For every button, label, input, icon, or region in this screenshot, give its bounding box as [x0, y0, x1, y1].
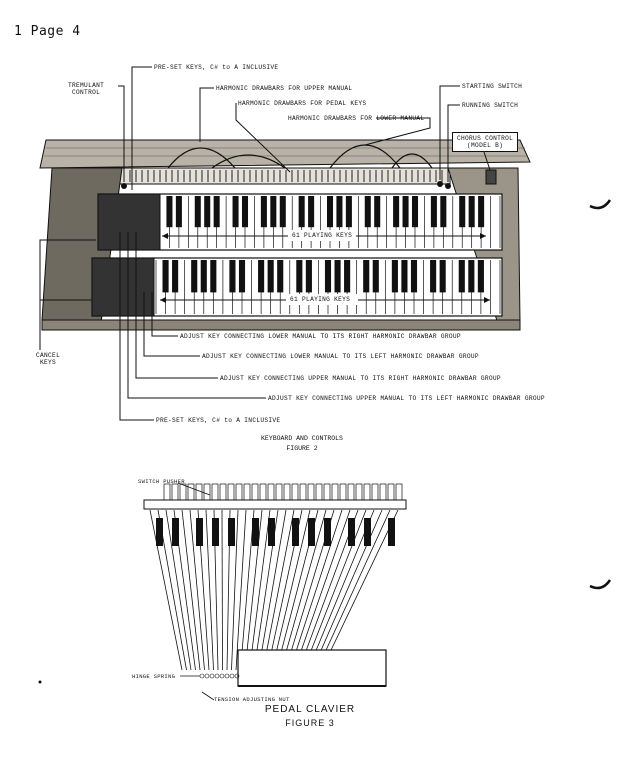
lower-playing-keys-label: 61 PLAYING KEYS — [290, 296, 351, 303]
figure2-caption-title: KEYBOARD AND CONTROLS — [261, 435, 343, 442]
hinge-spring-label: HINGE SPRING — [132, 673, 176, 680]
figure2-caption-number: FIGURE 2 — [286, 445, 318, 452]
adjust-upper-right-label: ADJUST KEY CONNECTING UPPER MANUAL TO IT… — [220, 375, 501, 382]
upper-playing-keys-label: 61 PLAYING KEYS — [292, 232, 353, 239]
switch-pusher-label: SWITCH PUSHER — [138, 478, 185, 485]
tremulant-control-label: TREMULANT CONTROL — [68, 82, 105, 96]
adjust-upper-left-label: ADJUST KEY CONNECTING UPPER MANUAL TO IT… — [268, 395, 545, 402]
cancel-keys-label: CANCEL KEYS — [36, 352, 61, 366]
tension-nut-label: TENSION ADJUSTING NUT — [214, 696, 290, 703]
starting-switch-label: STARTING SWITCH — [462, 83, 523, 90]
figure3-caption-number: FIGURE 3 — [285, 718, 335, 728]
preset-keys-bottom-label: PRE-SET KEYS, C# to A INCLUSIVE — [156, 417, 281, 424]
drawbars-pedal-label: HARMONIC DRAWBARS FOR PEDAL KEYS — [238, 100, 367, 107]
preset-keys-top-label: PRE-SET KEYS, C# to A INCLUSIVE — [154, 64, 279, 71]
figure3-caption-title: PEDAL CLAVIER — [264, 704, 356, 715]
adjust-lower-right-label: ADJUST KEY CONNECTING LOWER MANUAL TO IT… — [180, 333, 461, 340]
drawbars-upper-label: HARMONIC DRAWBARS FOR UPPER MANUAL — [216, 85, 353, 92]
drawbars-lower-label: HARMONIC DRAWBARS FOR LOWER MANUAL — [288, 115, 425, 122]
chorus-control-label: CHORUS CONTROL (MODEL B) — [452, 132, 519, 152]
page-header: 1 Page 4 — [14, 24, 81, 39]
adjust-lower-left-label: ADJUST KEY CONNECTING LOWER MANUAL TO IT… — [202, 353, 479, 360]
keyboard-illustration — [39, 66, 531, 421]
running-switch-label: RUNNING SWITCH — [462, 102, 519, 109]
